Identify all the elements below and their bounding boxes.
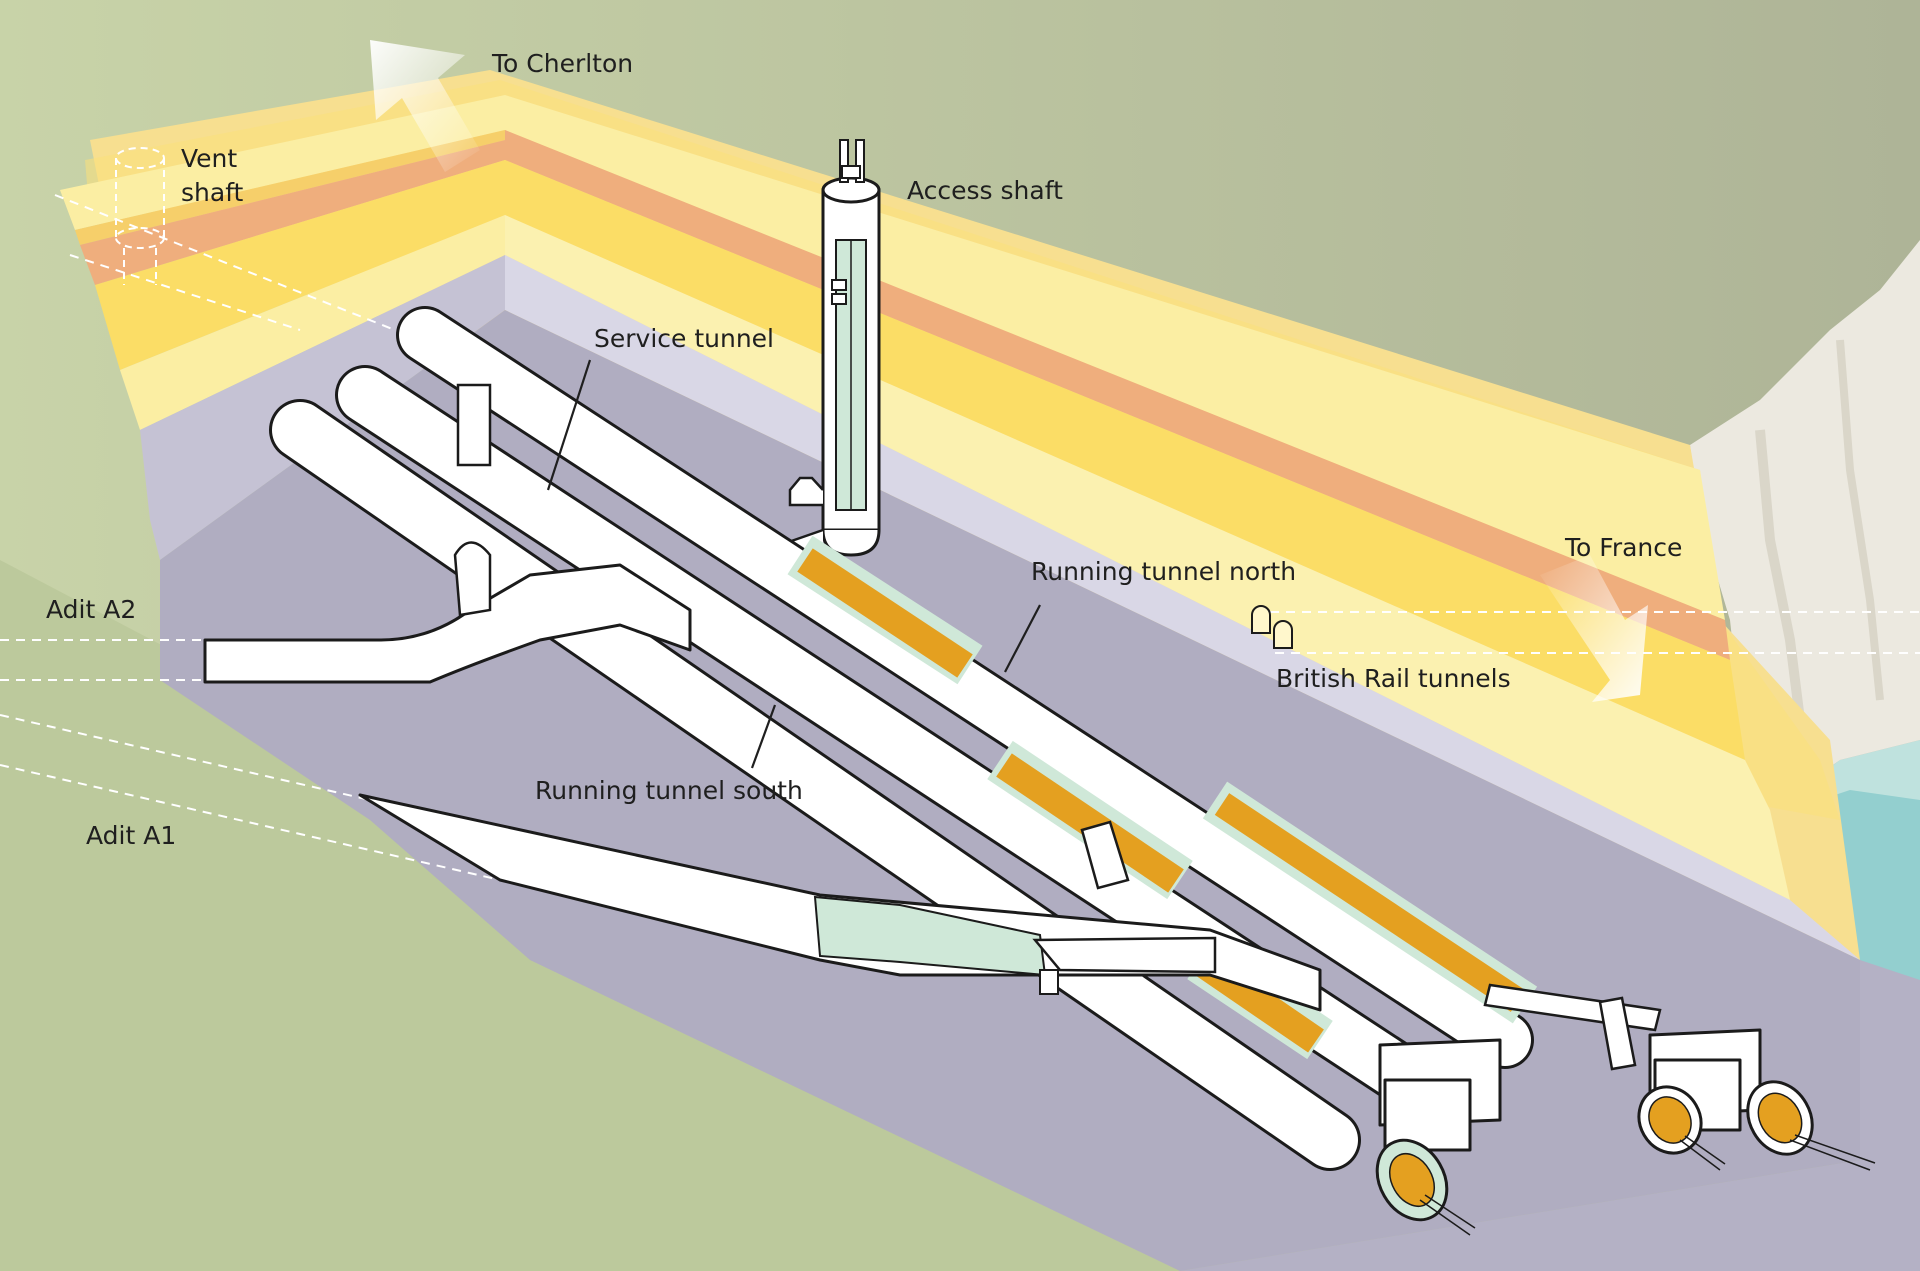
strata-right-pale bbox=[505, 95, 1725, 620]
label-to-france: To France bbox=[1564, 533, 1682, 562]
strata-left-chalk bbox=[95, 160, 505, 370]
running-tunnel-south-leader bbox=[750, 704, 777, 769]
strata-right-orange bbox=[505, 130, 1730, 660]
strata-left-orange bbox=[80, 140, 505, 285]
service-tunnel bbox=[396, 306, 1538, 1069]
label-running-tunnel-north: Running tunnel north bbox=[1031, 557, 1296, 586]
adit-a2 bbox=[203, 563, 692, 684]
label-vent-shaft-2: shaft bbox=[181, 178, 244, 207]
label-vent-shaft-1: Vent bbox=[181, 144, 237, 173]
to-france-arrow bbox=[1540, 555, 1648, 702]
strata-left-pale2 bbox=[120, 215, 505, 430]
cliff-shading-2 bbox=[1836, 339, 1884, 701]
vent-line-2 bbox=[69, 254, 301, 331]
label-running-tunnel-south: Running tunnel south bbox=[535, 776, 803, 805]
adit-a1-line-2 bbox=[0, 764, 501, 881]
british-rail-tunnel-icon-2 bbox=[1273, 620, 1293, 649]
cliff-shading bbox=[1755, 429, 1805, 721]
portal-south bbox=[1378, 1038, 1502, 1152]
access-shaft bbox=[778, 139, 881, 572]
strata-left-pale bbox=[60, 95, 505, 230]
label-service-tunnel: Service tunnel bbox=[594, 324, 774, 353]
running-tunnel-north-leader bbox=[1004, 604, 1041, 673]
label-access-shaft: Access shaft bbox=[907, 176, 1063, 205]
rail-tracks bbox=[1419, 1134, 1876, 1236]
label-adit-a1: Adit A1 bbox=[86, 821, 176, 850]
strata-left-yellow1 bbox=[75, 130, 505, 245]
service-tunnel-leader bbox=[546, 359, 592, 491]
adit-a1-crossover bbox=[1032, 936, 1217, 974]
adit-a2-junction bbox=[453, 541, 492, 617]
to-cherlton-arrow bbox=[370, 40, 480, 172]
british-rail-tunnel-icon-1 bbox=[1251, 605, 1271, 634]
strata-right-chalk bbox=[505, 160, 1745, 760]
bedrock-right-face bbox=[1180, 960, 1920, 1271]
adit-a1-support bbox=[1039, 969, 1059, 995]
label-british-rail-tunnels: British Rail tunnels bbox=[1276, 664, 1511, 693]
label-adit-a2: Adit A2 bbox=[46, 595, 136, 624]
label-to-cherlton: To Cherlton bbox=[491, 49, 633, 78]
cross-passages bbox=[456, 383, 1662, 1071]
vent-shaft bbox=[115, 147, 165, 285]
